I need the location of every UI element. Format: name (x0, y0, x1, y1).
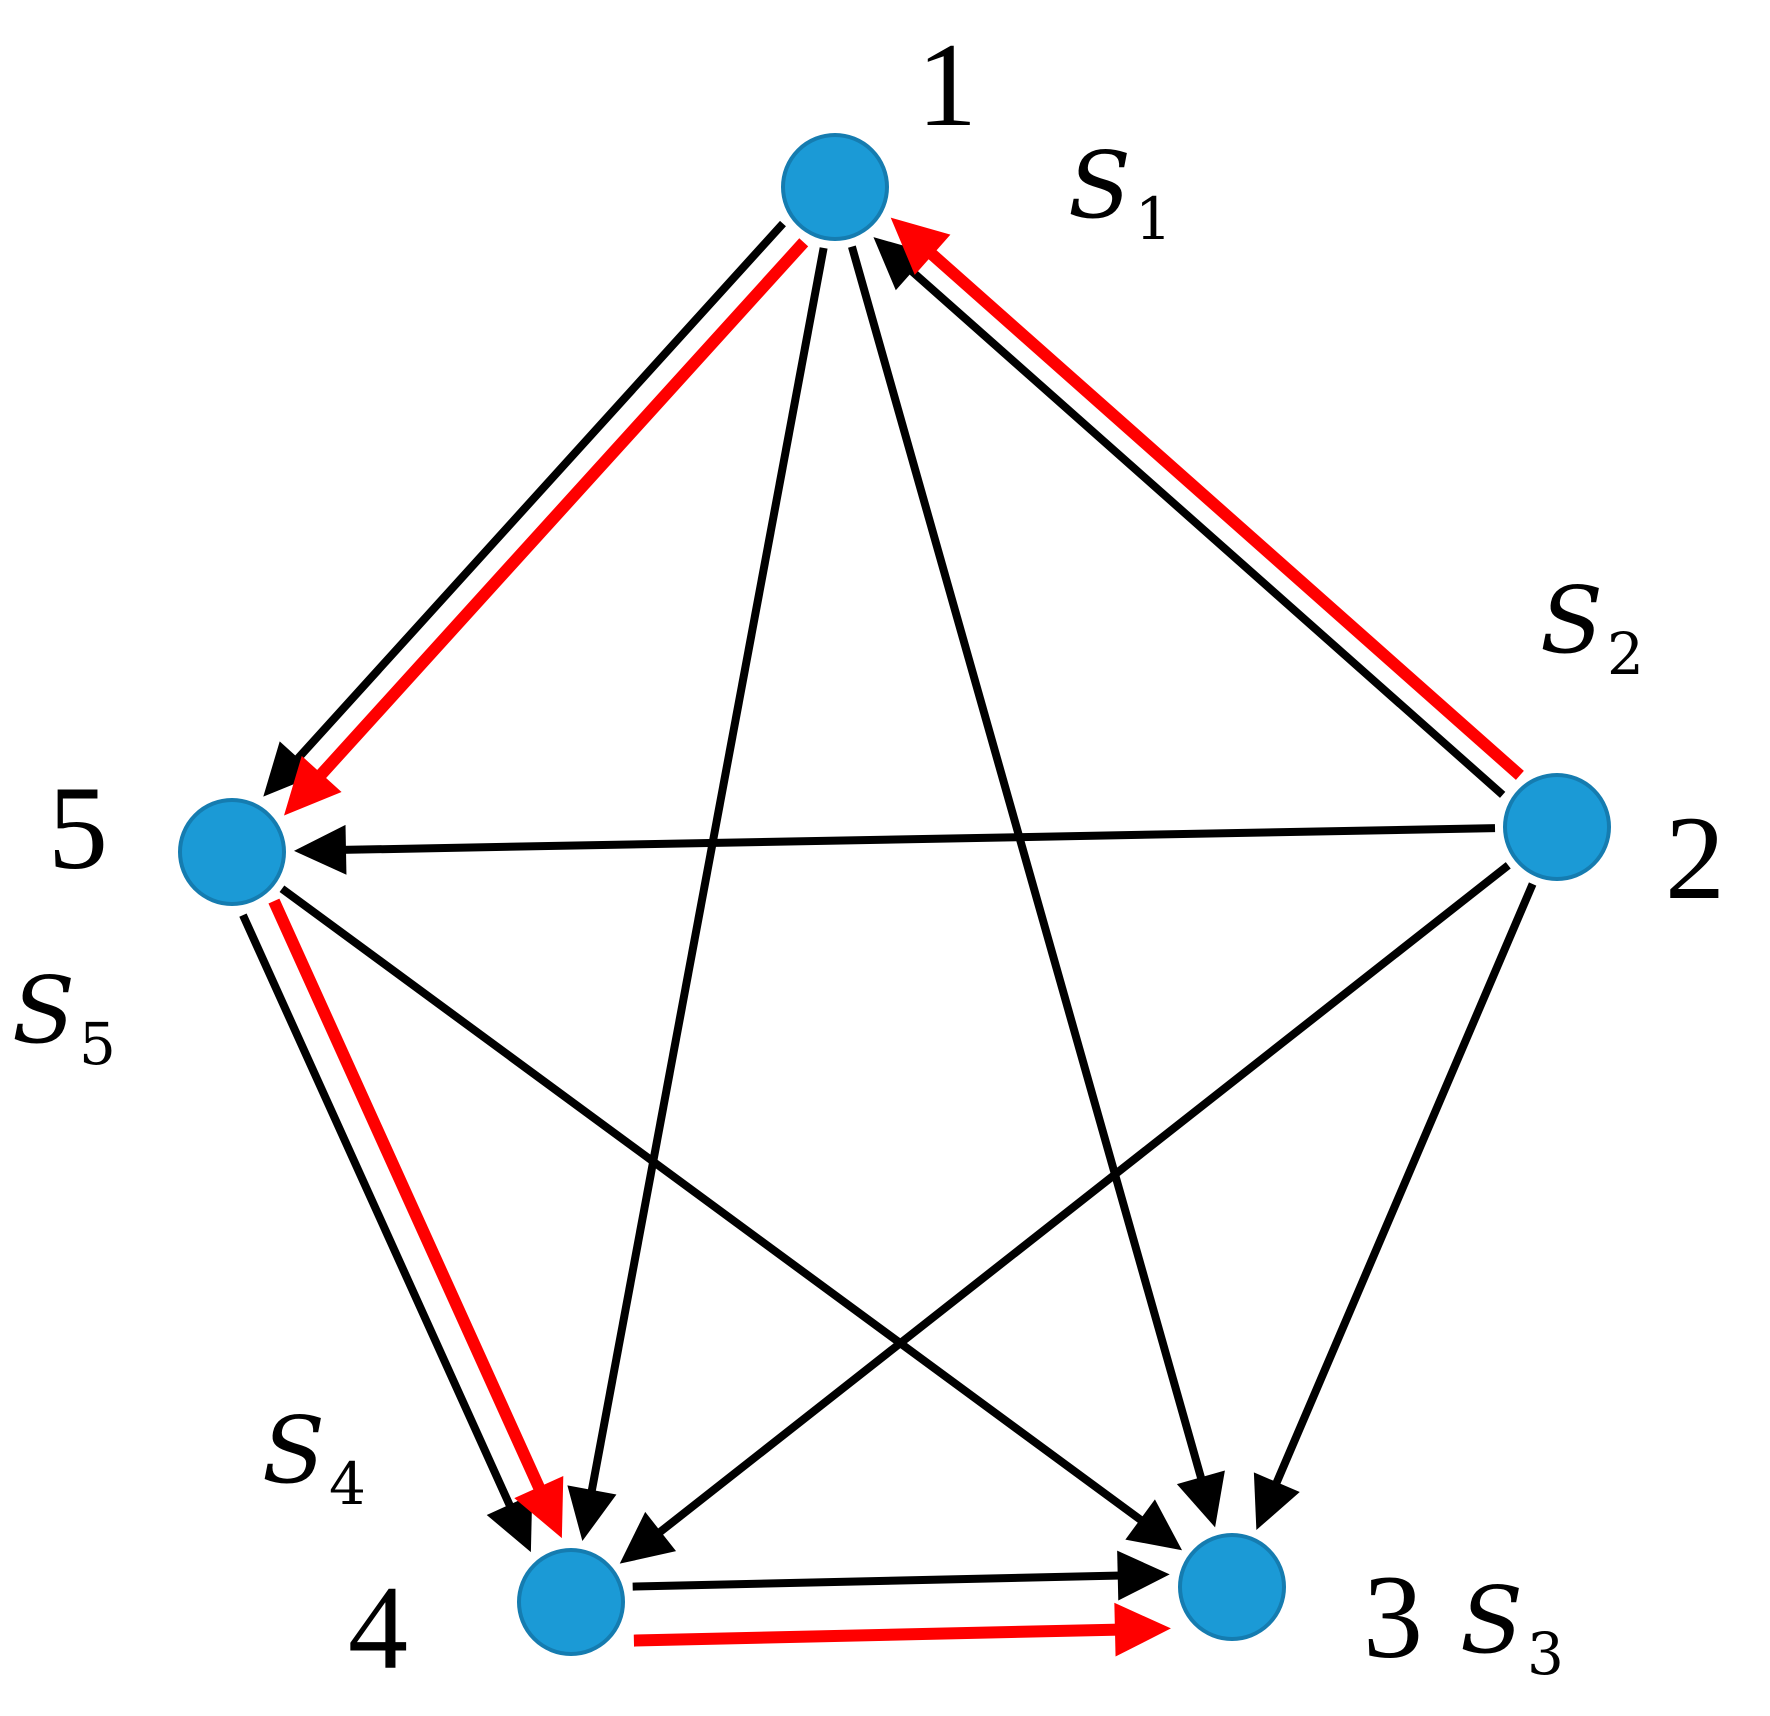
node-5-number: 5 (48, 761, 108, 894)
edge-5-to-3-line (279, 885, 1146, 1526)
highlight-edge-1-to-5-line (314, 238, 809, 781)
edge-2-to-1-line (906, 265, 1506, 798)
edge-2-to-4-arrowhead (619, 1511, 677, 1564)
highlight-edge-4-to-3-arrowhead (1114, 1602, 1171, 1657)
edge-5-to-3-arrowhead (1125, 1499, 1183, 1551)
edge-2-to-5-arrowhead (293, 824, 347, 875)
edge-1-to-4-line (587, 247, 828, 1495)
node-2-number: 2 (1665, 791, 1725, 924)
node-3-number: 3 (1363, 1550, 1423, 1683)
edge-1-to-4-arrowhead (567, 1485, 617, 1542)
node-2 (1503, 773, 1611, 881)
s5-label: S5 (12, 957, 116, 1078)
edge-2-to-5-line (341, 824, 1496, 854)
s3-label: S3 (1460, 1567, 1564, 1688)
highlight-edge-5-to-4-arrowhead (514, 1475, 564, 1539)
highlight-edge-1-to-5-arrowhead (284, 755, 342, 816)
highlight-edge-2-to-1-line (925, 247, 1524, 780)
edge-5-to-4-line (239, 913, 515, 1511)
edge-5-to-4-arrowhead (486, 1494, 533, 1553)
s1-label: S1 (1068, 132, 1172, 253)
edges-layer (239, 220, 1537, 1601)
node-1 (781, 133, 889, 241)
edge-4-to-3-arrowhead (1117, 1550, 1170, 1601)
edge-1-to-3-arrowhead (1176, 1470, 1225, 1528)
s4-label: S4 (262, 1397, 366, 1518)
node-5 (178, 798, 286, 906)
highlight-edge-4-to-3-line (633, 1623, 1120, 1647)
node-1-number: 1 (917, 18, 977, 151)
edge-1-to-3-line (848, 245, 1206, 1483)
highlighted-path-layer (268, 217, 1524, 1657)
edge-1-to-5-arrowhead (263, 741, 317, 797)
node-3 (1178, 1533, 1286, 1641)
nodes-layer (178, 133, 1611, 1656)
edge-2-to-3-line (1271, 882, 1537, 1488)
highlight-edge-5-to-4-line (268, 898, 546, 1494)
edge-2-to-3-arrowhead (1253, 1472, 1300, 1530)
node-4 (517, 1548, 625, 1656)
node-4-number: 4 (348, 1561, 408, 1694)
labels-layer: 1 2 3 4 5 S1 S2 S3 S4 S5 (12, 18, 1725, 1694)
highlight-edge-2-to-1-arrowhead (890, 217, 951, 275)
edge-4-to-3-line (632, 1571, 1122, 1591)
edge-2-to-4-line (655, 862, 1511, 1538)
s2-label: S2 (1540, 567, 1644, 688)
edge-1-to-5-line (292, 220, 786, 764)
